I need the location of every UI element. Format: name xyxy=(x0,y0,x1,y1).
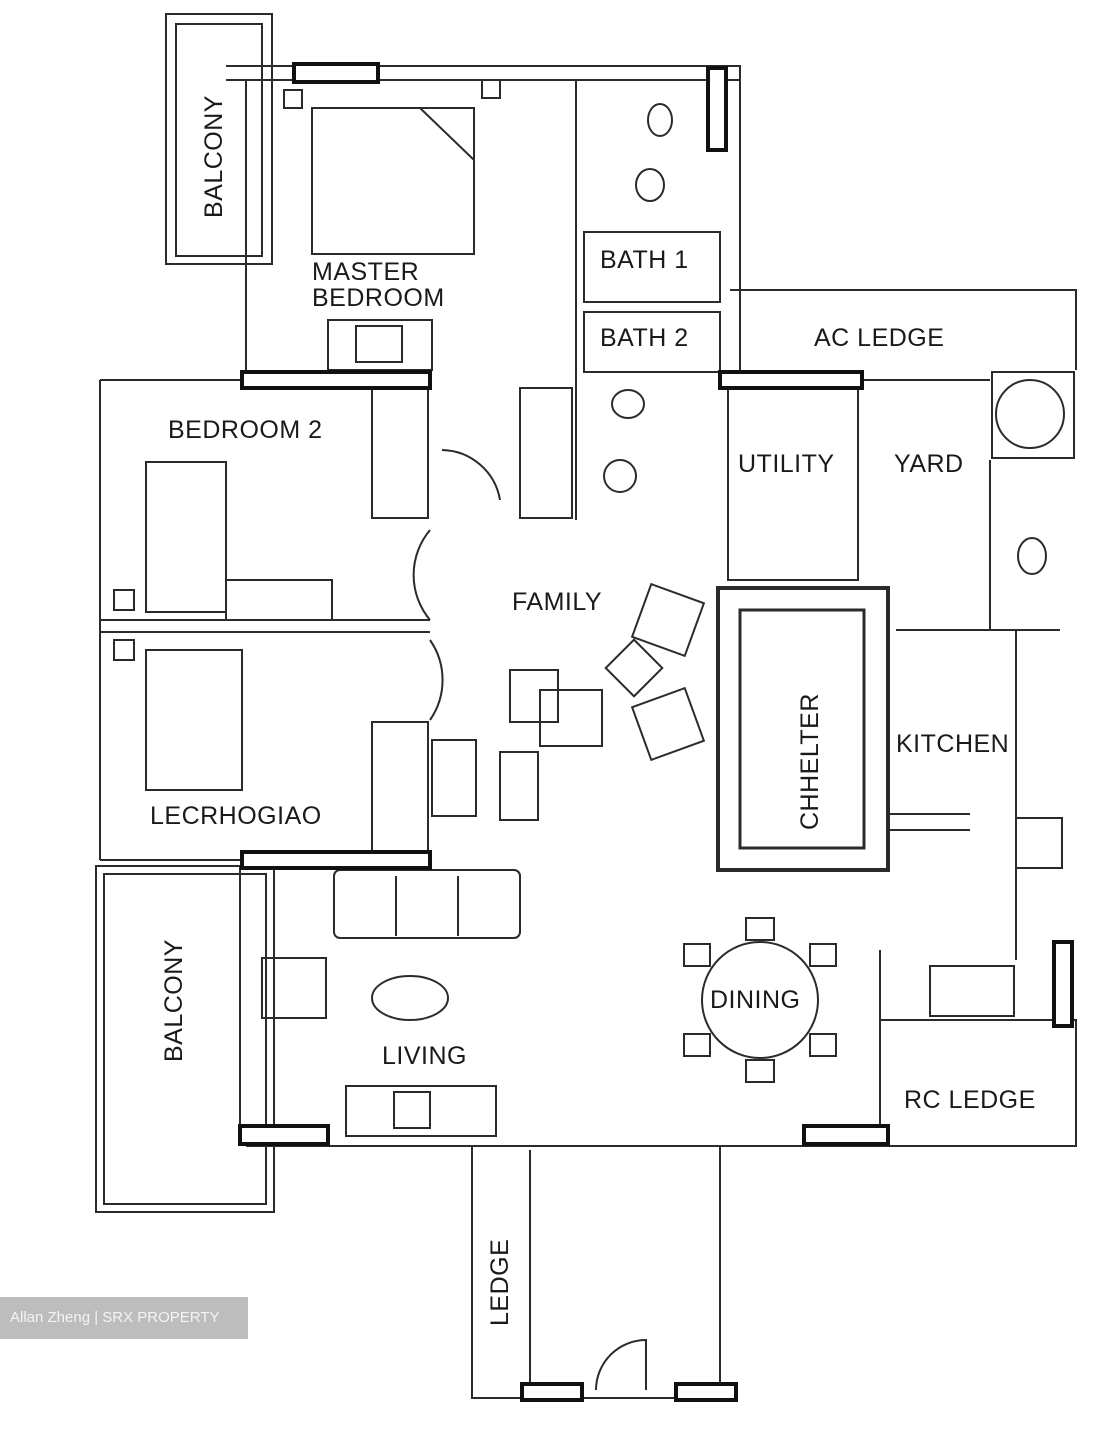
bedroom2-label: BEDROOM 2 xyxy=(168,416,323,444)
master-bedroom-label-2: BEDROOM xyxy=(312,284,445,312)
watermark: Allan Zheng | SRX PROPERTY xyxy=(0,1297,248,1339)
ac-ledge-label: AC LEDGE xyxy=(814,324,944,352)
bedroom3-label: LECRHOGIAO xyxy=(150,802,322,830)
kitchen-label: KITCHEN xyxy=(896,730,1009,758)
balcony-bottom-label: BALCONY xyxy=(160,939,188,1062)
ledge-label: LEDGE xyxy=(486,1239,514,1326)
family-label: FAMILY xyxy=(512,588,602,616)
bath2-label: BATH 2 xyxy=(600,324,689,352)
dining-label: DINING xyxy=(710,986,801,1014)
yard-label: YARD xyxy=(894,450,964,478)
utility-label: UTILITY xyxy=(738,450,835,478)
balcony-top-outline xyxy=(165,13,273,265)
bath1-label: BATH 1 xyxy=(600,246,689,274)
balcony-top-label: BALCONY xyxy=(200,95,228,218)
living-label: LIVING xyxy=(382,1042,467,1070)
master-bed xyxy=(311,107,475,255)
rc-ledge-label: RC LEDGE xyxy=(904,1086,1036,1114)
master-bedroom-label-1: MASTER xyxy=(312,258,419,286)
shelter-label: CHHELTER xyxy=(796,693,824,830)
